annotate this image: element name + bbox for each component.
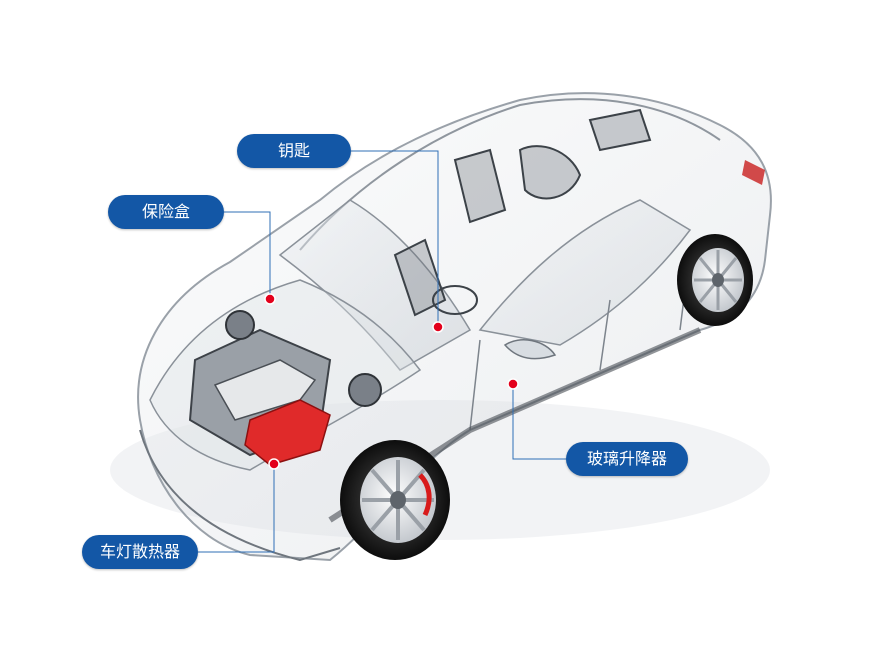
label-headlight-radiator: 车灯散热器 bbox=[82, 535, 198, 569]
label-fuse-box: 保险盒 bbox=[108, 195, 224, 229]
marker-headlight-radiator bbox=[268, 458, 280, 470]
engine bbox=[188, 310, 382, 466]
callout-connectors bbox=[198, 150, 566, 553]
connector-window-regulator bbox=[512, 384, 566, 460]
marker-key bbox=[432, 321, 444, 333]
rear-wheel bbox=[677, 234, 753, 326]
connector-key bbox=[351, 150, 439, 327]
label-window-regulator: 玻璃升降器 bbox=[566, 442, 688, 476]
callout-markers bbox=[264, 293, 519, 470]
marker-fuse-box bbox=[264, 293, 276, 305]
connector-headlight-radiator bbox=[198, 464, 275, 553]
connector-fuse-box bbox=[224, 211, 271, 299]
taillight bbox=[742, 160, 765, 185]
engine-highlight bbox=[244, 399, 331, 466]
car-interior bbox=[393, 108, 652, 317]
label-key: 钥匙 bbox=[237, 134, 351, 168]
marker-window-regulator bbox=[507, 378, 519, 390]
front-wheel bbox=[340, 440, 450, 560]
